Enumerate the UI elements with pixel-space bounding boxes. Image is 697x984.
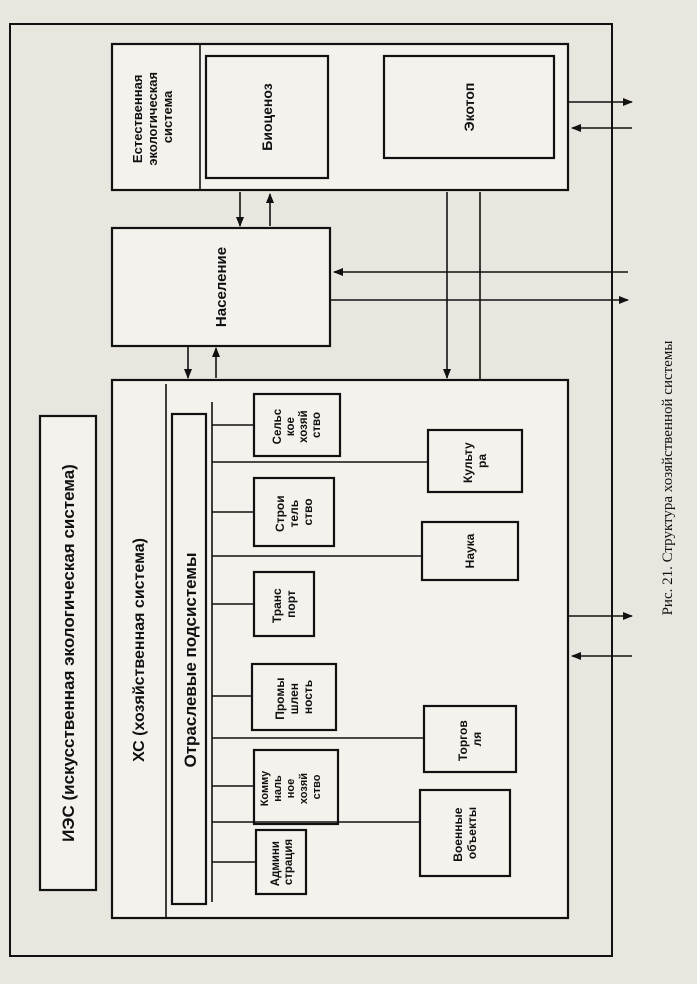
natural-system-line-2: экологическая	[145, 72, 160, 166]
hs-label: ХС (хозяйственная система)	[131, 538, 148, 762]
object-science: Наука	[212, 520, 520, 582]
object-military: Военные объекты	[212, 788, 512, 878]
object-trade-line-1: Торгов	[456, 720, 470, 761]
object-military-line-1: Военные	[451, 807, 465, 861]
branch-subsystems-label: Отраслевые подсистемы	[181, 552, 200, 767]
svg-text:Культу ра: Культу ра	[461, 439, 489, 483]
sector-agriculture-line-1: Сельс	[272, 408, 284, 444]
object-culture-line-1: Культу	[461, 442, 475, 483]
svg-text:Сельс кое хозяй: Сельс кое хозяй ство	[272, 406, 323, 445]
sector-agriculture-line-4: ство	[311, 412, 323, 438]
sector-admin: Админи страция	[212, 828, 308, 896]
object-trade-line-2: ля	[470, 732, 484, 747]
natural-system-line-3: система	[160, 90, 175, 143]
sector-industry: Промы шлен ность	[212, 662, 338, 732]
sector-communal-line-5: ство	[311, 774, 323, 799]
biocenosis-label: Биоценоз	[259, 83, 275, 150]
sector-transport: Транс порт	[212, 570, 316, 638]
sector-construction: Строи тель ство	[212, 476, 336, 548]
ies-box	[38, 414, 98, 892]
sector-transport-line-1: Транс	[270, 588, 284, 623]
sector-communal-line-3: ное	[285, 779, 297, 798]
sector-communal-line-4: хозяй	[298, 773, 310, 804]
branch-subsystems-box	[170, 412, 208, 906]
svg-text:Строи тель ство: Строи тель ство	[273, 492, 315, 532]
sector-communal: Комму наль ное хозяй ство	[212, 748, 340, 826]
biocenosis-box	[204, 54, 330, 180]
natural-system-label: Естественная экологическая система	[130, 68, 175, 165]
svg-text:Транс порт: Транс порт	[270, 585, 298, 623]
sector-transport-line-2: порт	[284, 590, 298, 618]
sector-agriculture: Сельс кое хозяй ство	[212, 392, 342, 458]
arrows	[184, 98, 633, 660]
object-culture: Культу ра	[212, 428, 524, 494]
natural-system-line-1: Естественная	[130, 75, 145, 164]
ecotope-label: Экотоп	[461, 83, 477, 132]
sector-construction-line-2: тель	[287, 500, 301, 528]
population-label: Население	[213, 247, 230, 327]
svg-text:Комму наль ное: Комму наль ное хозяй ство	[259, 768, 323, 807]
sector-industry-line-3: ность	[301, 680, 315, 714]
sector-admin-line-2: страция	[283, 839, 295, 885]
outer-frame	[9, 23, 613, 957]
svg-text:Промы шлен ность: Промы шлен ность	[273, 674, 315, 720]
object-trade: Торгов ля	[212, 704, 518, 774]
sector-agriculture-line-3: хозяй	[298, 410, 310, 442]
object-culture-line-2: ра	[475, 454, 489, 468]
sector-industry-line-2: шлен	[287, 683, 301, 714]
sector-construction-line-3: ство	[301, 498, 315, 525]
svg-text:Торгов ля: Торгов ля	[456, 717, 484, 761]
ies-label: ИЭС (искусственная экологическая система…	[59, 464, 78, 842]
sector-communal-line-1: Комму	[259, 770, 271, 806]
ecotope-box	[382, 54, 556, 160]
sector-industry-line-1: Промы	[273, 678, 287, 720]
object-military-line-2: объекты	[465, 807, 479, 859]
svg-text:Военные объекты: Военные объекты	[451, 804, 479, 861]
object-science-label: Наука	[463, 533, 477, 568]
population-box	[110, 226, 332, 348]
sector-construction-line-1: Строи	[273, 495, 287, 532]
figure-caption: Рис. 21. Структура хозяйственной системы	[660, 341, 676, 616]
sector-communal-line-2: наль	[272, 775, 284, 802]
sector-agriculture-line-2: кое	[285, 417, 297, 436]
sector-admin-line-1: Админи	[270, 841, 282, 886]
svg-text:Админи страция: Админи страция	[270, 838, 295, 886]
